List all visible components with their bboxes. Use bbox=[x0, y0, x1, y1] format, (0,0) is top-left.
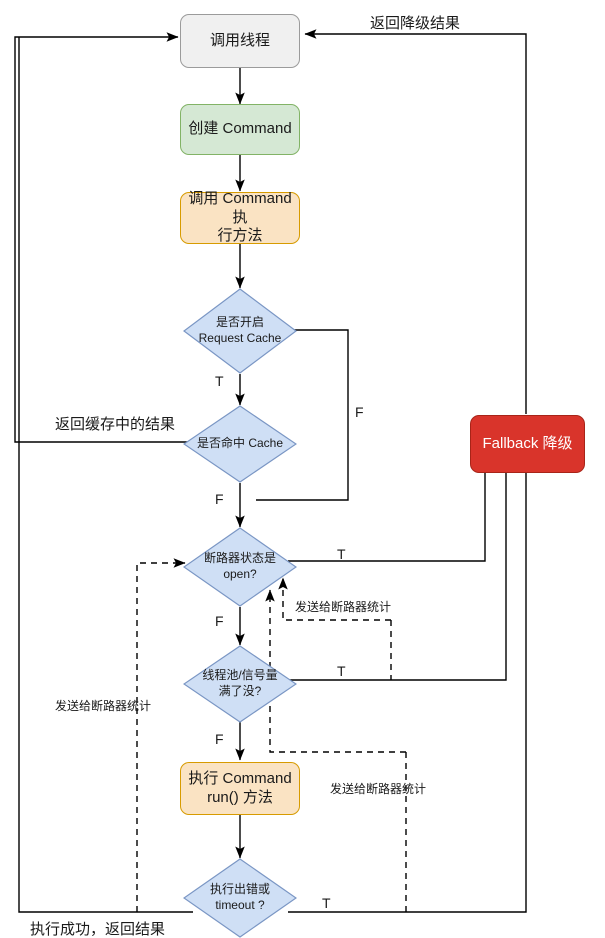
metrics-breaker-3-text: 发送给断路器统计 bbox=[330, 782, 427, 796]
f-request-cache-text: F bbox=[355, 404, 364, 420]
node-error-or-timeout-line2: timeout ? bbox=[215, 898, 265, 912]
node-invoke-command-line2: 行方法 bbox=[217, 227, 263, 245]
pool-full-diamond-shape bbox=[183, 645, 297, 723]
edge-label-metrics-breaker-1: 发送给断路器统计 bbox=[295, 598, 391, 615]
error-or-timeout-label-group: 执行出错或 timeout ? bbox=[183, 858, 297, 938]
t-error-timeout-text: T bbox=[322, 895, 331, 911]
edge-label-f-breaker-open: F bbox=[215, 613, 224, 629]
edge-label-f-request-cache: F bbox=[355, 404, 364, 420]
node-request-cache[interactable]: 是否开启 Request Cache bbox=[183, 288, 297, 374]
edge-label-return-fallback-result: 返回降级结果 bbox=[370, 12, 460, 33]
node-pool-full[interactable]: 线程池/信号量 满了没? bbox=[183, 645, 297, 723]
edge-label-metrics-breaker-2: 发送给断路器统计 bbox=[55, 697, 151, 714]
node-error-or-timeout-line1: 执行出错或 bbox=[209, 882, 270, 897]
node-cache-hit[interactable]: 是否命中 Cache bbox=[183, 405, 297, 483]
node-request-cache-line2: Request Cache bbox=[198, 331, 282, 345]
edge-label-execute-success-return: 执行成功，返回结果 bbox=[30, 918, 165, 938]
node-request-cache-line1: 是否开启 bbox=[215, 315, 264, 330]
node-cache-hit-line1: 是否命中 Cache bbox=[196, 436, 284, 451]
cache-hit-label-group: 是否命中 Cache bbox=[183, 405, 297, 483]
edge-label-f-cache-hit: F bbox=[215, 491, 224, 507]
return-cached-result-text: 返回缓存中的结果 bbox=[55, 416, 176, 433]
breaker-open-label-group: 断路器状态是 open? bbox=[183, 527, 297, 607]
metrics-breaker-2-text: 发送给断路器统计 bbox=[55, 699, 152, 713]
t-pool-full-text: T bbox=[337, 663, 346, 679]
node-breaker-open[interactable]: 断路器状态是 open? bbox=[183, 527, 297, 607]
edge-label-f-pool-full: F bbox=[215, 731, 224, 747]
node-caller-thread-label: 调用线程 bbox=[209, 31, 270, 49]
node-run-method-line1: 执行 Command bbox=[188, 769, 292, 787]
node-invoke-command[interactable]: 调用 Command 执 行方法 bbox=[180, 189, 300, 245]
node-fallback[interactable]: Fallback 降级 bbox=[470, 415, 585, 473]
f-cache-hit-text: F bbox=[215, 491, 224, 507]
f-breaker-open-text: F bbox=[215, 613, 224, 629]
node-create-command-label: 创建 Command bbox=[188, 120, 292, 138]
edge-label-metrics-breaker-3: 发送给断路器统计 bbox=[330, 780, 426, 797]
breaker-open-diamond-shape bbox=[183, 527, 297, 607]
execute-success-return-text: 执行成功，返回结果 bbox=[30, 921, 166, 938]
node-caller-thread[interactable]: 调用线程 bbox=[180, 14, 300, 68]
cache-hit-diamond-shape bbox=[183, 405, 297, 483]
metrics-breaker-1-text: 发送给断路器统计 bbox=[295, 600, 392, 614]
edge-label-return-cached-result: 返回缓存中的结果 bbox=[55, 413, 175, 434]
pool-full-label-group: 线程池/信号量 满了没? bbox=[183, 645, 297, 723]
edge-label-t-error-timeout: T bbox=[322, 895, 331, 911]
t-request-cache-text: T bbox=[215, 373, 224, 389]
node-create-command[interactable]: 创建 Command bbox=[180, 104, 300, 155]
f-pool-full-text: F bbox=[215, 731, 224, 747]
t-breaker-open-text: T bbox=[337, 546, 346, 562]
edge-label-t-request-cache: T bbox=[215, 373, 224, 389]
node-pool-full-line1: 线程池/信号量 bbox=[202, 668, 278, 683]
request-cache-label-group: 是否开启 Request Cache bbox=[183, 288, 297, 374]
node-breaker-open-line2: open? bbox=[223, 567, 257, 581]
node-error-or-timeout[interactable]: 执行出错或 timeout ? bbox=[183, 858, 297, 938]
return-fallback-result-text: 返回降级结果 bbox=[370, 15, 461, 32]
node-breaker-open-line1: 断路器状态是 bbox=[203, 551, 276, 566]
node-run-method[interactable]: 执行 Command run() 方法 bbox=[180, 762, 300, 815]
node-pool-full-line2: 满了没? bbox=[218, 684, 262, 698]
error-or-timeout-diamond-shape bbox=[183, 858, 297, 938]
edge-label-t-pool-full: T bbox=[337, 663, 346, 679]
node-invoke-command-line1: 调用 Command 执 bbox=[188, 189, 292, 226]
edge-label-t-breaker-open: T bbox=[337, 546, 346, 562]
request-cache-diamond-shape bbox=[183, 288, 297, 374]
node-fallback-label: Fallback 降级 bbox=[482, 434, 573, 452]
node-run-method-line2: run() 方法 bbox=[207, 788, 273, 806]
